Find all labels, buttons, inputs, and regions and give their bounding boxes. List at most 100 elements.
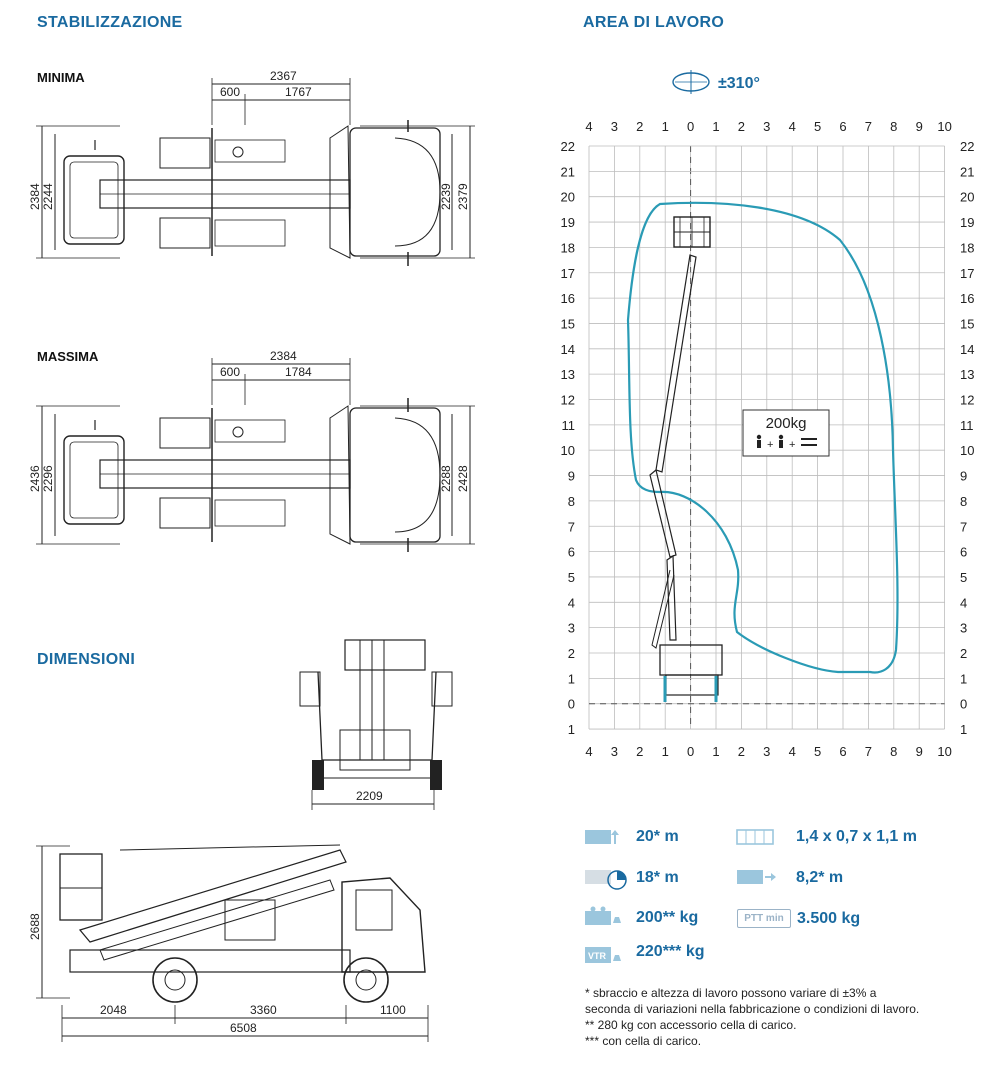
- top-view-massima: 2384 600 1784 2436 2296 2288 2428: [28, 349, 475, 552]
- y-tick-right: 14: [960, 342, 974, 357]
- spec-ptt-value: 3.500 kg: [797, 909, 861, 927]
- spec-working-height: 20* m: [636, 828, 679, 845]
- y-tick-right: 18: [960, 240, 974, 255]
- dim-massima-left-inner: 2296: [41, 465, 55, 492]
- section-title-stabilizzazione: STABILIZZAZIONE: [37, 14, 183, 31]
- x-tick-top: 8: [890, 119, 897, 134]
- outreach-icon: [737, 870, 776, 884]
- ptt-badge: PTT min: [737, 909, 791, 928]
- y-tick-right: 10: [960, 443, 974, 458]
- y-tick-left: 22: [561, 139, 575, 154]
- y-tick-left: 6: [568, 545, 575, 560]
- y-tick-right: 13: [960, 367, 974, 382]
- dim-front-overhang: 1100: [380, 1003, 406, 1017]
- dim-massima-right-inner: 2288: [439, 465, 453, 492]
- y-tick-right: 0: [960, 697, 967, 712]
- dim-minima-total: 2367: [270, 69, 297, 83]
- y-tick-right: 9: [960, 469, 967, 484]
- y-tick-left: 5: [568, 570, 575, 585]
- x-tick-top: 4: [585, 119, 592, 134]
- footnote-3: ** 280 kg con accessorio cella di carico…: [585, 1018, 797, 1032]
- y-tick-right: 22: [960, 139, 974, 154]
- x-tick-bottom: 3: [611, 744, 618, 759]
- y-tick-left: 1: [568, 722, 575, 737]
- dim-minima-right: 1767: [285, 85, 312, 99]
- x-tick-bottom: 8: [890, 744, 897, 759]
- y-tick-left: 2: [568, 646, 575, 661]
- load-label: 200kg: [766, 415, 807, 432]
- x-tick-top: 3: [611, 119, 618, 134]
- spec-capacity-vtr: 220*** kg: [636, 943, 705, 960]
- y-tick-right: 1: [960, 722, 967, 737]
- footnote-4: *** con cella di carico.: [585, 1034, 702, 1048]
- svg-text:+: +: [767, 439, 773, 451]
- top-view-minima: 2367 600 1767 2384 2244 2239 2379: [28, 69, 475, 266]
- y-tick-left: 1: [568, 671, 575, 686]
- capacity-icon: [585, 906, 621, 925]
- front-view-truck: 2209: [299, 639, 453, 810]
- spec-ptt: PTT min 3.500 kg: [737, 909, 860, 928]
- footnote-2: seconda di variazioni nella fabbricazion…: [585, 1002, 920, 1016]
- dim-massima-right: 1784: [285, 365, 312, 379]
- x-tick-top: 3: [763, 119, 770, 134]
- rotation-label: ±310°: [718, 75, 760, 92]
- y-tick-right: 21: [960, 164, 974, 179]
- y-tick-right: 8: [960, 494, 967, 509]
- x-tick-top: 7: [865, 119, 872, 134]
- y-tick-left: 16: [561, 291, 575, 306]
- load-box: 200kg + +: [742, 409, 830, 457]
- y-tick-right: 1: [960, 671, 967, 686]
- x-tick-bottom: 4: [585, 744, 592, 759]
- svg-text:+: +: [789, 439, 795, 451]
- y-tick-right: 5: [960, 570, 967, 585]
- y-tick-left: 9: [568, 469, 575, 484]
- y-tick-right: 16: [960, 291, 974, 306]
- y-tick-left: 19: [561, 215, 575, 230]
- y-tick-left: 3: [568, 621, 575, 636]
- y-tick-left: 10: [561, 443, 575, 458]
- dim-massima-total: 2384: [270, 349, 297, 363]
- x-tick-bottom: 4: [789, 744, 796, 759]
- dim-height: 2688: [28, 913, 42, 940]
- x-tick-bottom: 2: [738, 744, 745, 759]
- x-tick-top: 1: [712, 119, 719, 134]
- x-tick-bottom: 9: [916, 744, 923, 759]
- dim-massima-left-outer: 2436: [28, 465, 42, 492]
- x-tick-top: 6: [839, 119, 846, 134]
- dim-minima-right-inner: 2239: [439, 183, 453, 210]
- y-tick-left: 7: [568, 519, 575, 534]
- dim-total-length: 6508: [230, 1021, 257, 1035]
- dim-front-width: 2209: [356, 789, 383, 803]
- y-tick-left: 13: [561, 367, 575, 382]
- dim-minima-left-outer: 2384: [28, 183, 42, 210]
- platform-height-icon: [585, 870, 627, 890]
- y-tick-left: 11: [562, 418, 576, 433]
- x-tick-bottom: 2: [636, 744, 643, 759]
- x-tick-top: 4: [789, 119, 796, 134]
- work-area-boom: [649, 216, 723, 702]
- y-tick-left: 8: [568, 494, 575, 509]
- footnotes: * sbraccio e altezza di lavoro possono v…: [585, 985, 985, 1049]
- footnote-1: * sbraccio e altezza di lavoro possono v…: [585, 986, 877, 1000]
- x-tick-bottom: 5: [814, 744, 821, 759]
- y-tick-right: 3: [960, 621, 967, 636]
- x-tick-bottom: 6: [839, 744, 846, 759]
- spec-capacity: 200** kg: [636, 909, 699, 926]
- x-tick-top: 5: [814, 119, 821, 134]
- y-tick-right: 6: [960, 545, 967, 560]
- y-tick-right: 17: [960, 266, 974, 281]
- spec-platform-height: 18* m: [636, 869, 679, 886]
- y-tick-left: 4: [568, 595, 575, 610]
- working-height-icon: [585, 830, 619, 844]
- y-tick-right: 19: [960, 215, 974, 230]
- vtr-label: VTR: [588, 951, 607, 961]
- dim-wheelbase: 3360: [250, 1003, 277, 1017]
- dim-massima-left: 600: [220, 365, 240, 379]
- work-envelope-curve: [626, 201, 899, 674]
- y-tick-right: 2: [960, 646, 967, 661]
- y-tick-left: 18: [561, 240, 575, 255]
- dim-minima-right-outer: 2379: [456, 183, 470, 210]
- y-tick-right: 20: [960, 190, 974, 205]
- y-tick-right: 4: [960, 595, 967, 610]
- x-tick-top: 10: [937, 119, 951, 134]
